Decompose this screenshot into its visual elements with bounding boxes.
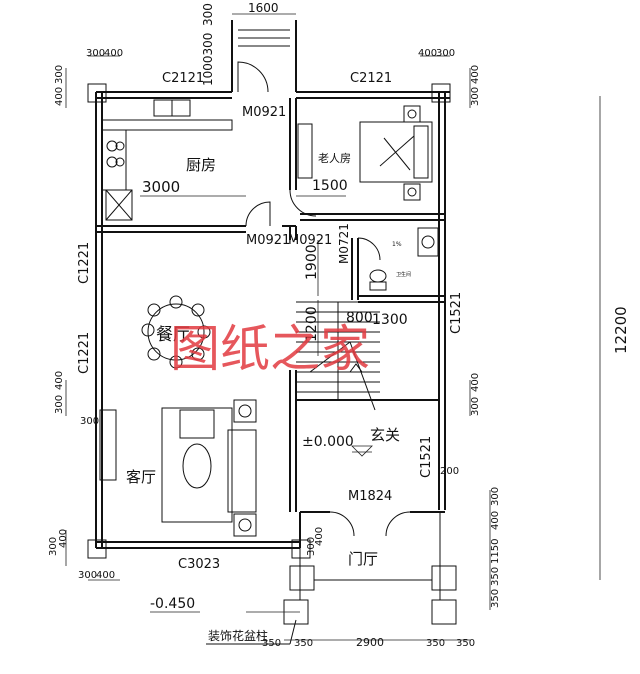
rug-icon	[161, 407, 233, 523]
bathroom-label: 卫生间	[396, 271, 411, 278]
kitchen-label: 厨房	[186, 156, 216, 174]
dim-1200: 1200	[304, 306, 320, 342]
dim-1150: 1150	[490, 539, 501, 564]
window-c1521-upper: C1521	[449, 292, 464, 334]
dim-right-400a: 400	[470, 65, 481, 84]
dim-right-300a: 300	[470, 87, 481, 106]
living-furniture	[99, 399, 257, 537]
dim-300-top: 300	[201, 3, 215, 26]
dim-400-r: 400	[490, 511, 501, 530]
dim-400-rightmid: 400	[470, 373, 481, 392]
dim-left-300a: 300	[54, 65, 65, 84]
dim-2900: 2900	[356, 636, 384, 649]
window-c1521-lower: C1521	[419, 436, 434, 478]
side-table-icon	[233, 399, 257, 423]
dim-300-inner: 300	[80, 416, 99, 427]
window-c3023: C3023	[178, 557, 220, 572]
dim-tr-400: 400	[418, 48, 437, 59]
dimension-labels: 1600 300 1000300 300 400 400 300 300 400…	[48, 1, 630, 649]
bath-slope-label: 1%	[392, 241, 402, 248]
washbasin-icon	[417, 227, 439, 257]
interior-walls	[96, 98, 445, 512]
dim-350-r2: 350	[490, 589, 501, 608]
living-label: 客厅	[126, 468, 156, 486]
door-m0921-left: M0921	[246, 233, 290, 248]
dim-tl-300: 300	[86, 48, 105, 59]
dining-label: 餐厅	[156, 325, 190, 345]
dim-300-r: 300	[490, 487, 501, 506]
dim-1600: 1600	[248, 1, 279, 15]
fridge-icon	[105, 189, 133, 221]
dining-table	[141, 295, 211, 369]
elder-room-fixtures	[297, 105, 433, 201]
dim-1900: 1900	[304, 244, 320, 280]
dim-12200: 12200	[612, 306, 630, 354]
dim-200: 200	[440, 466, 459, 477]
dim-400-leftmid: 400	[54, 371, 65, 390]
sofa-icon	[227, 429, 257, 513]
dimension-lines	[65, 13, 601, 641]
entrance-hall-label: 门厅	[348, 550, 378, 568]
bed-icon	[359, 121, 433, 183]
armchair-icon	[179, 409, 215, 439]
tv-cabinet-icon	[99, 409, 117, 481]
toilet-icon	[369, 269, 387, 283]
door-m0921-right: M0921	[288, 233, 332, 248]
coffee-table-icon	[182, 443, 212, 489]
window-labels: C2121 C2121 C1221 C1221 C1521 C1521 C302…	[77, 71, 464, 572]
door-m0921-kitchen: M0921	[242, 105, 286, 120]
elder-room-label: 老人房	[318, 152, 351, 165]
foyer-label: 玄关	[370, 426, 400, 444]
levels-and-notes: ±0.000 -0.450 装饰花盆柱	[150, 434, 354, 645]
dim-tl-400: 400	[104, 48, 123, 59]
staircase	[296, 301, 380, 411]
dim-bottom-350b: 350	[294, 638, 313, 649]
floor-level: ±0.000	[302, 434, 354, 450]
window-c2121-left: C2121	[162, 71, 204, 86]
outside-level: -0.450	[150, 596, 195, 612]
dim-left-ext-300: 300	[306, 537, 317, 556]
nightstand-icon	[403, 105, 421, 123]
dim-tr-300: 300	[436, 48, 455, 59]
dim-1500: 1500	[312, 178, 348, 194]
stove-icon	[106, 140, 118, 152]
kitchen-fixtures	[101, 99, 317, 227]
dim-300-rightmid: 300	[470, 397, 481, 416]
planter-note: 装饰花盆柱	[208, 628, 268, 643]
watermark: 图纸之家	[170, 320, 370, 378]
window-c2121-right: C2121	[350, 71, 392, 86]
dim-3000: 3000	[142, 178, 180, 196]
dim-bl2-300: 300	[78, 570, 97, 581]
bathroom-fixtures	[357, 227, 439, 291]
dim-bottom-350d: 350	[456, 638, 475, 649]
window-c1221-bottom: C1221	[77, 332, 92, 374]
dim-bl-300: 300	[48, 537, 59, 556]
dim-350-r1: 350	[490, 567, 501, 586]
dim-800: 800	[346, 310, 373, 326]
door-m0721: M0721	[337, 223, 351, 264]
window-c1221-top: C1221	[77, 242, 92, 284]
door-m1824: M1824	[348, 489, 392, 504]
dim-300-leftmid: 300	[54, 395, 65, 414]
front-entry	[283, 511, 457, 625]
dim-left-400a: 400	[54, 87, 65, 106]
dim-1000300: 1000300	[201, 33, 215, 86]
room-labels: 厨房 老人房 餐厅 客厅 玄关 门厅 卫生间 1%	[126, 152, 411, 568]
north-entry	[231, 20, 297, 93]
dim-left-ext-400: 400	[314, 527, 325, 546]
wardrobe-icon	[297, 123, 313, 179]
dim-bottom-350c: 350	[426, 638, 445, 649]
dim-bl-400: 400	[58, 529, 69, 548]
dim-1300: 1300	[372, 312, 408, 328]
dim-bl2-400: 400	[96, 570, 115, 581]
door-labels: M0921 M0921 M0921 M0721 M1824	[242, 105, 392, 504]
